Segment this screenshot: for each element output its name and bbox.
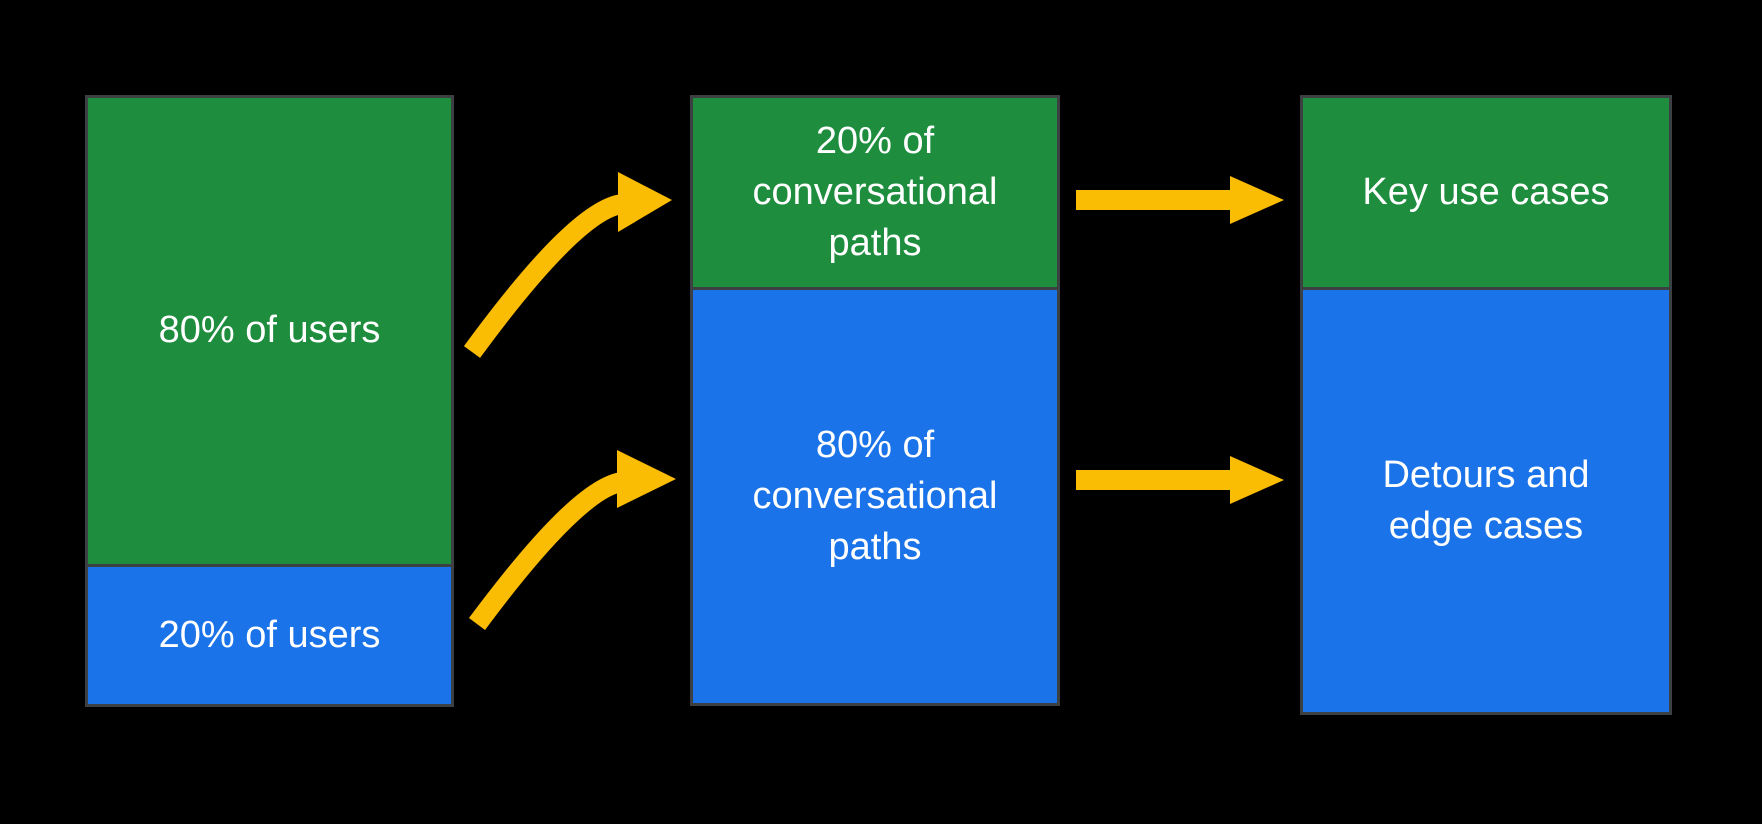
outcome-edge-segment: Detours and edge cases [1303,290,1669,712]
outcome-key-label: Key use cases [1362,170,1610,213]
paths-longtail-label: 80% of conversational paths [752,423,998,569]
paths-longtail-segment: 80% of conversational paths [693,290,1057,703]
users-minority-label: 20% of users [158,613,381,656]
straight-arrow-top-icon [1076,176,1284,224]
outcome-key-segment: Key use cases [1303,98,1669,287]
users-minority-segment: 20% of users [88,567,451,704]
users-majority-label: 80% of users [158,309,381,352]
users-bar: 80% of users 20% of users [85,95,454,707]
users-majority-segment: 80% of users [88,98,451,564]
outcomes-bar: Key use cases Detours and edge cases [1300,95,1672,715]
straight-arrow-bottom-icon [1076,456,1284,504]
outcome-edge-label: Detours and edge cases [1382,453,1590,547]
paths-key-segment: 20% of conversational paths [693,98,1057,287]
paths-key-label: 20% of conversational paths [752,119,998,265]
conversational-paths-bar: 20% of conversational paths 80% of conve… [690,95,1060,706]
curved-arrow-top-icon [463,172,672,358]
curved-arrow-bottom-icon [468,450,676,630]
